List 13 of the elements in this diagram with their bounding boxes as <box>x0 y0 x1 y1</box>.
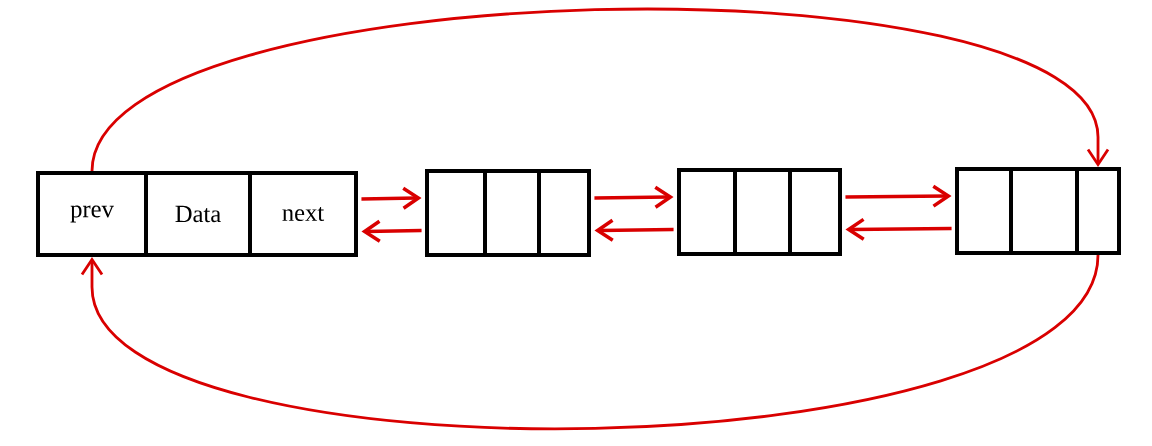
field-cell: Data <box>144 171 252 257</box>
arrow <box>594 218 674 242</box>
arrow <box>361 186 422 210</box>
field-cell: next <box>248 171 358 257</box>
list-cell <box>788 168 842 256</box>
field-cell: prev <box>36 171 148 257</box>
list-cell <box>1075 167 1121 255</box>
arrow <box>594 185 674 209</box>
curved-arrow <box>80 254 1100 430</box>
arrow <box>361 219 422 243</box>
arrow <box>845 217 952 241</box>
arrow <box>845 184 952 208</box>
list-cell <box>537 169 591 257</box>
